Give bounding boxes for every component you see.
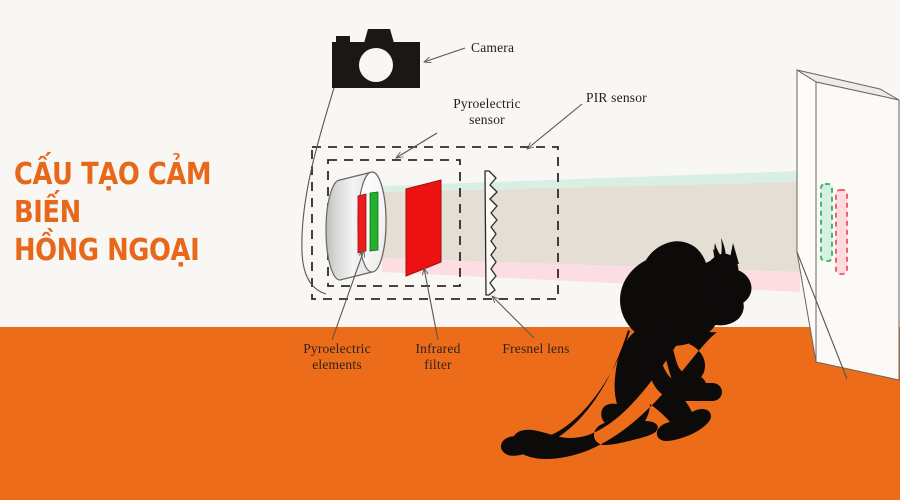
label-infrared-filter: Infrared filter <box>415 341 461 372</box>
label-camera: Camera <box>471 40 515 55</box>
pyroelectric-sensor-housing <box>325 171 387 281</box>
label-pyroelectric-elements: Pyroelectric elements <box>303 341 371 372</box>
orange-band <box>0 327 900 500</box>
leader-pyroelectric-elements <box>331 250 364 341</box>
projection-wall <box>796 69 900 381</box>
wall-zone-red <box>835 189 848 275</box>
wall-side-face <box>815 81 900 381</box>
camera-icon <box>332 29 420 88</box>
kangaroo-tail <box>500 330 630 456</box>
pyroelectric-element-red <box>357 193 367 254</box>
leader-infrared-filter <box>424 268 439 341</box>
camera-shutter-nub <box>336 36 350 45</box>
kangaroo-silhouette-icon <box>500 238 752 459</box>
leader-camera-to-sensor <box>301 87 335 295</box>
label-pir-sensor: PIR sensor <box>586 90 647 105</box>
wall-guide-line <box>796 251 848 380</box>
label-pyroelectric-sensor: Pyroelectric sensor <box>453 96 521 127</box>
kangaroo-leg-front <box>660 334 706 396</box>
leader-pir-sensor <box>527 103 583 149</box>
leader-camera <box>424 47 466 62</box>
infrared-filter <box>405 179 442 277</box>
label-fresnel-lens: Fresnel lens <box>502 341 570 356</box>
camera-viewfinder <box>364 29 394 43</box>
kangaroo-ear-right <box>729 243 739 264</box>
kangaroo-ear-left <box>713 249 726 268</box>
wall-zone-green <box>820 183 833 262</box>
kangaroo-leg-back <box>640 337 722 401</box>
leader-pyroelectric-sensor <box>396 132 438 158</box>
leader-fresnel-lens <box>492 296 535 339</box>
fresnel-lens-blade <box>484 170 498 296</box>
leader-lines <box>301 47 848 380</box>
fresnel-lens <box>484 170 498 296</box>
kangaroo-head <box>711 268 752 306</box>
pyroelectric-element-green <box>369 191 379 252</box>
kangaroo-torso <box>620 254 724 346</box>
camera-lens <box>359 48 393 82</box>
pir-sensor-boundary <box>311 146 559 300</box>
